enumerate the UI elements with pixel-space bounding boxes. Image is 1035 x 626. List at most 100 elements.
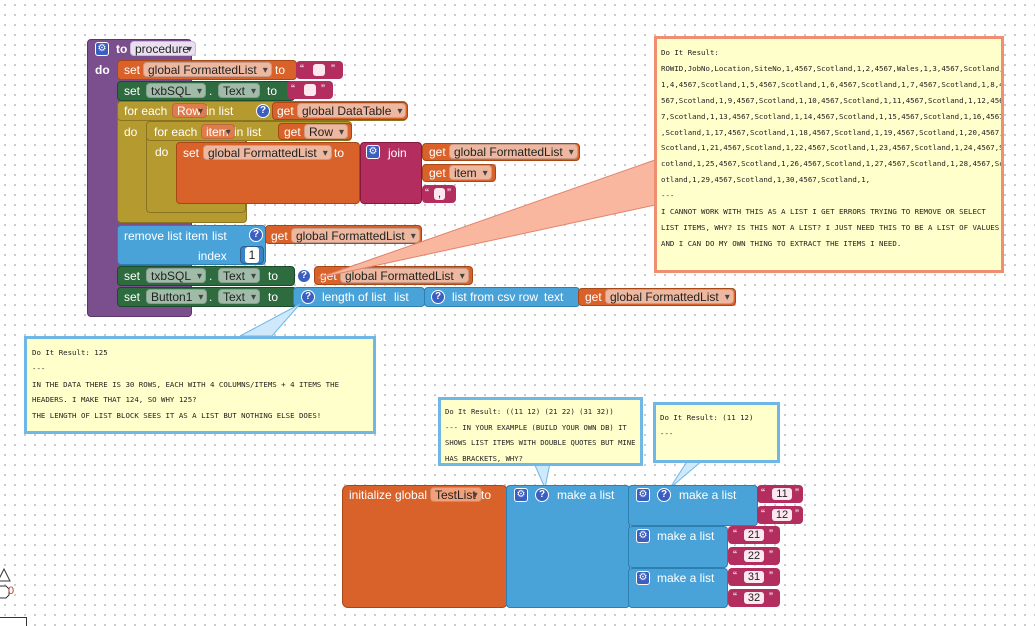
get-label: get xyxy=(277,104,294,118)
string-block[interactable]: “21” xyxy=(728,526,780,544)
do-it-result-comment-pairs: Do It Result: ((11 12) (21 22) (31 32)) … xyxy=(438,397,643,466)
do-it-result-comment-large: Do It Result: ROWID,JobNo,Location,SiteN… xyxy=(654,36,1004,273)
get-label: get xyxy=(284,125,301,139)
empty-string-block[interactable]: “” xyxy=(296,61,343,79)
property-dropdown[interactable]: Text xyxy=(218,289,261,305)
comment-line: ,Scotland,1,17,4567,Scotland,1,18,4567,S… xyxy=(661,127,1004,137)
for-each-label: for each xyxy=(154,125,198,139)
do-label: do xyxy=(155,145,169,159)
125-comment-pointer xyxy=(239,303,301,337)
to-label: to xyxy=(481,488,492,502)
set-label: set xyxy=(124,63,141,77)
property-dropdown[interactable]: Text xyxy=(218,83,261,99)
loop-variable-item[interactable]: item xyxy=(201,124,235,140)
procedure-name-field[interactable]: procedure xyxy=(130,41,197,57)
to-label: to xyxy=(116,42,128,56)
index-value[interactable]: 1 xyxy=(245,247,259,263)
gear-icon[interactable]: ⚙ xyxy=(366,145,380,159)
comment-line: 1,4,4567,Scotland,1,5,4567,Scotland,1,6,… xyxy=(661,79,1004,89)
variable-dropdown[interactable]: global DataTable xyxy=(297,103,407,119)
string-value[interactable]: 12 xyxy=(772,509,792,521)
global-name-field[interactable]: TestList xyxy=(430,487,482,503)
variable-dropdown[interactable]: Row xyxy=(304,124,349,140)
loop-variable-row[interactable]: Row xyxy=(172,103,208,119)
comment-line: otland,1,29,4567,Scotland,1,30,4567,Scot… xyxy=(661,175,871,185)
comment-line: HEADERS. I MAKE THAT 124, SO WHY 125? xyxy=(32,395,197,405)
comment-line: IN THE DATA THERE IS 30 ROWS, EACH WITH … xyxy=(32,379,340,389)
initialize-global-label: initialize global xyxy=(349,488,428,502)
help-icon[interactable]: ? xyxy=(431,290,445,304)
string-block[interactable]: “32” xyxy=(728,589,780,607)
variable-dropdown[interactable]: global FormattedList xyxy=(340,268,469,284)
initialize-global-block[interactable] xyxy=(342,485,508,608)
comment-line: SHOWS LIST ITEMS WITH DOUBLE QUOTES BUT … xyxy=(445,438,636,447)
string-block[interactable]: “22” xyxy=(728,547,780,565)
variable-dropdown[interactable]: global FormattedList xyxy=(203,145,332,161)
to-label: to xyxy=(275,63,286,77)
string-value[interactable]: , xyxy=(434,188,445,200)
comment-line: I CANNOT WORK WITH THIS AS A LIST I GET … xyxy=(661,207,986,217)
help-icon[interactable]: ? xyxy=(535,488,549,502)
set-label: set xyxy=(124,290,141,304)
comment-line: Do It Result: xyxy=(661,48,719,57)
string-value[interactable]: 11 xyxy=(772,488,792,500)
variable-dropdown[interactable]: item xyxy=(449,165,492,181)
help-icon[interactable]: ? xyxy=(297,269,311,283)
do-label: do xyxy=(124,125,138,139)
warning-icon xyxy=(0,568,11,582)
variable-dropdown[interactable]: global FormattedList xyxy=(605,289,734,305)
for-each-label: for each xyxy=(124,104,168,118)
to-label: to xyxy=(268,269,279,283)
get-label: get xyxy=(429,145,446,159)
gear-icon[interactable]: ⚙ xyxy=(95,42,109,56)
string-value[interactable]: 31 xyxy=(744,571,764,583)
error-icon xyxy=(0,585,10,599)
get-label: get xyxy=(585,290,602,304)
string-value[interactable]: 21 xyxy=(744,529,764,541)
do-it-result-comment-125: Do It Result: 125 --- IN THE DATA THERE … xyxy=(24,336,376,434)
component-dropdown[interactable]: txbSQL xyxy=(146,268,207,284)
comment-line: ROWID,JobNo,Location,SiteNo,1,4567,Scotl… xyxy=(661,63,1004,73)
make-a-list-label: make a list xyxy=(557,488,615,502)
variable-dropdown[interactable]: global FormattedList xyxy=(449,144,578,160)
comma-string-block[interactable]: “,” xyxy=(422,185,456,203)
make-a-list-label: make a list xyxy=(657,571,715,585)
comment-line: HAS BRACKETS, WHY? xyxy=(445,453,523,463)
gear-icon[interactable]: ⚙ xyxy=(636,571,650,585)
do-label: do xyxy=(95,63,110,77)
string-block[interactable]: “11” xyxy=(757,485,803,503)
gear-icon[interactable]: ⚙ xyxy=(636,529,650,543)
set-label: set xyxy=(124,269,141,283)
comment-line: 7,Scotland,1,13,4567,Scotland,1,14,4567,… xyxy=(661,111,1004,121)
index-label: index xyxy=(198,249,227,263)
property-dropdown[interactable]: Text xyxy=(218,268,261,284)
component-dropdown[interactable]: txbSQL xyxy=(146,83,207,99)
help-icon[interactable]: ? xyxy=(256,104,270,118)
string-value[interactable]: 22 xyxy=(744,550,764,562)
warning-indicator[interactable]: 0 xyxy=(0,566,20,606)
bottom-left-control[interactable] xyxy=(0,617,27,626)
get-label: get xyxy=(271,229,288,243)
comment-line: 567,Scotland,1,9,4567,Scotland,1,10,4567… xyxy=(661,95,1004,105)
string-block[interactable]: “31” xyxy=(728,568,780,586)
component-dropdown[interactable]: Button1 xyxy=(146,289,208,305)
gear-icon[interactable]: ⚙ xyxy=(636,488,650,502)
comment-line: Do It Result: (11 12) xyxy=(660,413,754,422)
dot-label: . xyxy=(209,84,213,98)
string-block[interactable]: “12” xyxy=(757,506,803,524)
gear-icon[interactable]: ⚙ xyxy=(514,488,528,502)
dot-label: . xyxy=(209,269,213,283)
list-label: list xyxy=(212,229,227,243)
help-icon[interactable]: ? xyxy=(657,488,671,502)
outer-make-a-list-block[interactable] xyxy=(506,485,630,608)
empty-string-block[interactable]: “” xyxy=(287,81,333,99)
remove-list-item-label: remove list item xyxy=(124,229,209,243)
help-icon[interactable]: ? xyxy=(249,228,263,242)
in-list-label: in list xyxy=(206,104,234,118)
help-icon[interactable]: ? xyxy=(301,290,315,304)
comment-line: --- xyxy=(660,428,674,438)
variable-dropdown[interactable]: global FormattedList xyxy=(291,228,420,244)
string-value[interactable]: 32 xyxy=(744,592,764,604)
to-label: to xyxy=(268,290,279,304)
variable-dropdown[interactable]: global FormattedList xyxy=(143,62,272,78)
